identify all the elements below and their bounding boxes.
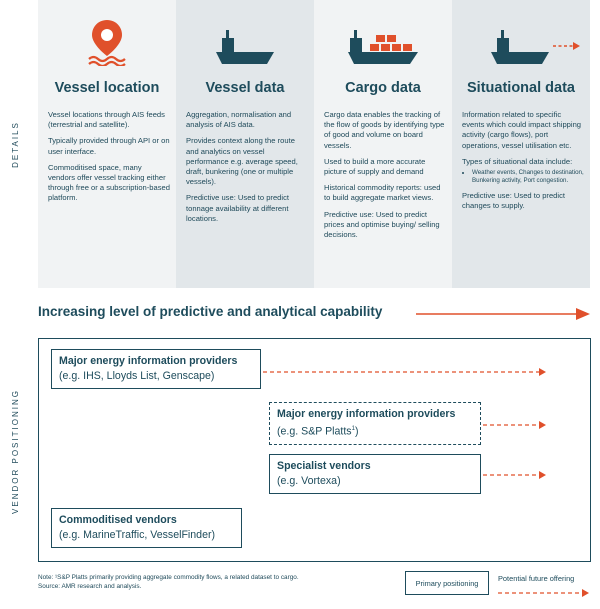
capability-headline: Increasing level of predictive and analy… — [38, 304, 383, 319]
future-offering-arrow-icon — [263, 368, 546, 376]
column-body: Information related to specific events w… — [462, 110, 584, 217]
legend-primary-positioning: Primary positioning — [405, 571, 489, 595]
legend-dashed-arrow-icon — [498, 589, 589, 597]
footnote-source: Source: AMR research and analysis. — [38, 583, 142, 590]
vendor-box-specialist: Specialist vendors (e.g. Vortexa) — [269, 454, 481, 494]
column-paragraph: Predictive use: Used to predict prices a… — [324, 209, 440, 240]
column-paragraph: Types of situational data include: — [462, 156, 573, 166]
column-paragraph: Provides context along the route and ana… — [186, 136, 298, 187]
details-label: DETAILS — [10, 120, 20, 168]
details-side-label: DETAILS — [0, 0, 30, 288]
vendor-box-major-energy-providers: Major energy information providers (e.g.… — [51, 349, 261, 389]
column-paragraph: Information related to specific events w… — [462, 110, 582, 150]
column-title: Vessel data — [205, 80, 285, 96]
vendor-title: Major energy information providers — [59, 355, 238, 367]
column-paragraph: Cargo data enables the tracking of the f… — [324, 110, 445, 150]
ship-icon — [176, 18, 314, 66]
vendor-examples-text: (e.g. S&P Platts — [277, 425, 352, 438]
column-paragraph: Historical commodity reports: used to bu… — [324, 183, 441, 203]
container-ship-icon — [314, 18, 452, 66]
column-paragraph: Commoditised space, many vendors offer v… — [48, 162, 170, 203]
footnote-marker: 1 — [351, 426, 355, 432]
footnote-note: Note: ¹S&P Platts primarily providing ag… — [38, 574, 299, 581]
future-offering-arrow-icon — [483, 471, 546, 479]
vendor-title: Major energy information providers — [277, 408, 456, 420]
capability-arrow-icon — [416, 308, 590, 320]
vendor-title: Specialist vendors — [277, 460, 371, 472]
column-body: Cargo data enables the tracking of the f… — [324, 110, 446, 246]
column-paragraph: Predictive use: Used to predict tonnage … — [186, 193, 289, 223]
column-title: Cargo data — [345, 80, 421, 96]
vendor-positioning-label: VENDOR POSITIONING — [10, 388, 20, 514]
column-body: Vessel locations through AIS feeds (terr… — [48, 110, 170, 210]
location-pin-icon — [38, 18, 176, 66]
vendor-positioning-side-label: VENDOR POSITIONING — [0, 340, 30, 562]
vendor-box-commoditised: Commoditised vendors (e.g. MarineTraffic… — [51, 508, 242, 548]
column-vessel-location: Vessel location Vessel locations through… — [38, 0, 176, 288]
column-situational-data: Situational data Information related to … — [452, 0, 590, 288]
column-paragraph: Predictive use: Used to predict changes … — [462, 191, 565, 211]
situational-bullet-list: Weather events, Changes to destination, … — [472, 169, 584, 185]
column-body: Aggregation, normalisation and analysis … — [186, 110, 308, 230]
column-paragraph: Typically provided through API or on use… — [48, 136, 170, 156]
column-paragraph: Aggregation, normalisation and analysis … — [186, 110, 292, 130]
vendor-title: Commoditised vendors — [59, 514, 177, 526]
vendor-positioning-panel — [38, 338, 591, 562]
footnote: Note: ¹S&P Platts primarily providing ag… — [38, 573, 299, 591]
column-paragraph: Vessel locations through AIS feeds (terr… — [48, 110, 165, 130]
legend-future-offering: Potential future offering — [498, 574, 575, 583]
vendor-examples-suffix: ) — [354, 425, 359, 438]
vendor-examples: (e.g. Vortexa) — [277, 475, 341, 487]
vendor-examples: (e.g. MarineTraffic, VesselFinder) — [59, 529, 216, 541]
future-offering-arrow-icon — [483, 421, 546, 429]
vendor-box-sp-platts: Major energy information providers (e.g.… — [269, 402, 481, 445]
list-item: Weather events, Changes to destination, … — [472, 169, 584, 185]
column-paragraph: Used to build a more accurate picture of… — [324, 156, 426, 177]
column-title: Situational data — [467, 80, 575, 96]
ship-with-arrow-icon — [452, 18, 590, 66]
column-vessel-data: Vessel data Aggregation, normalisation a… — [176, 0, 314, 288]
column-cargo-data: Cargo data Cargo data enables the tracki… — [314, 0, 452, 288]
vendor-examples: (e.g. IHS, Lloyds List, Genscape) — [59, 370, 215, 382]
vendor-examples: (e.g. S&P Platts1) — [277, 422, 473, 440]
column-title: Vessel location — [54, 80, 160, 96]
